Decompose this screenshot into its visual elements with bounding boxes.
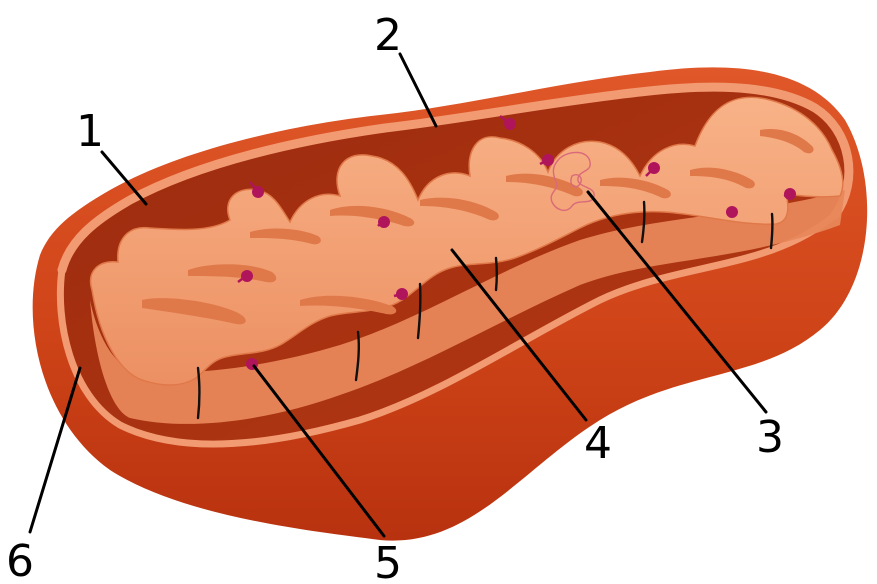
particle <box>784 188 796 200</box>
particle <box>378 216 390 228</box>
label-5: 5 <box>374 538 402 584</box>
label-4: 4 <box>584 418 612 469</box>
label-3: 3 <box>756 412 784 463</box>
particle <box>726 206 738 218</box>
label-6: 6 <box>6 536 34 584</box>
label-1: 1 <box>76 106 104 157</box>
label-2: 2 <box>374 10 402 61</box>
